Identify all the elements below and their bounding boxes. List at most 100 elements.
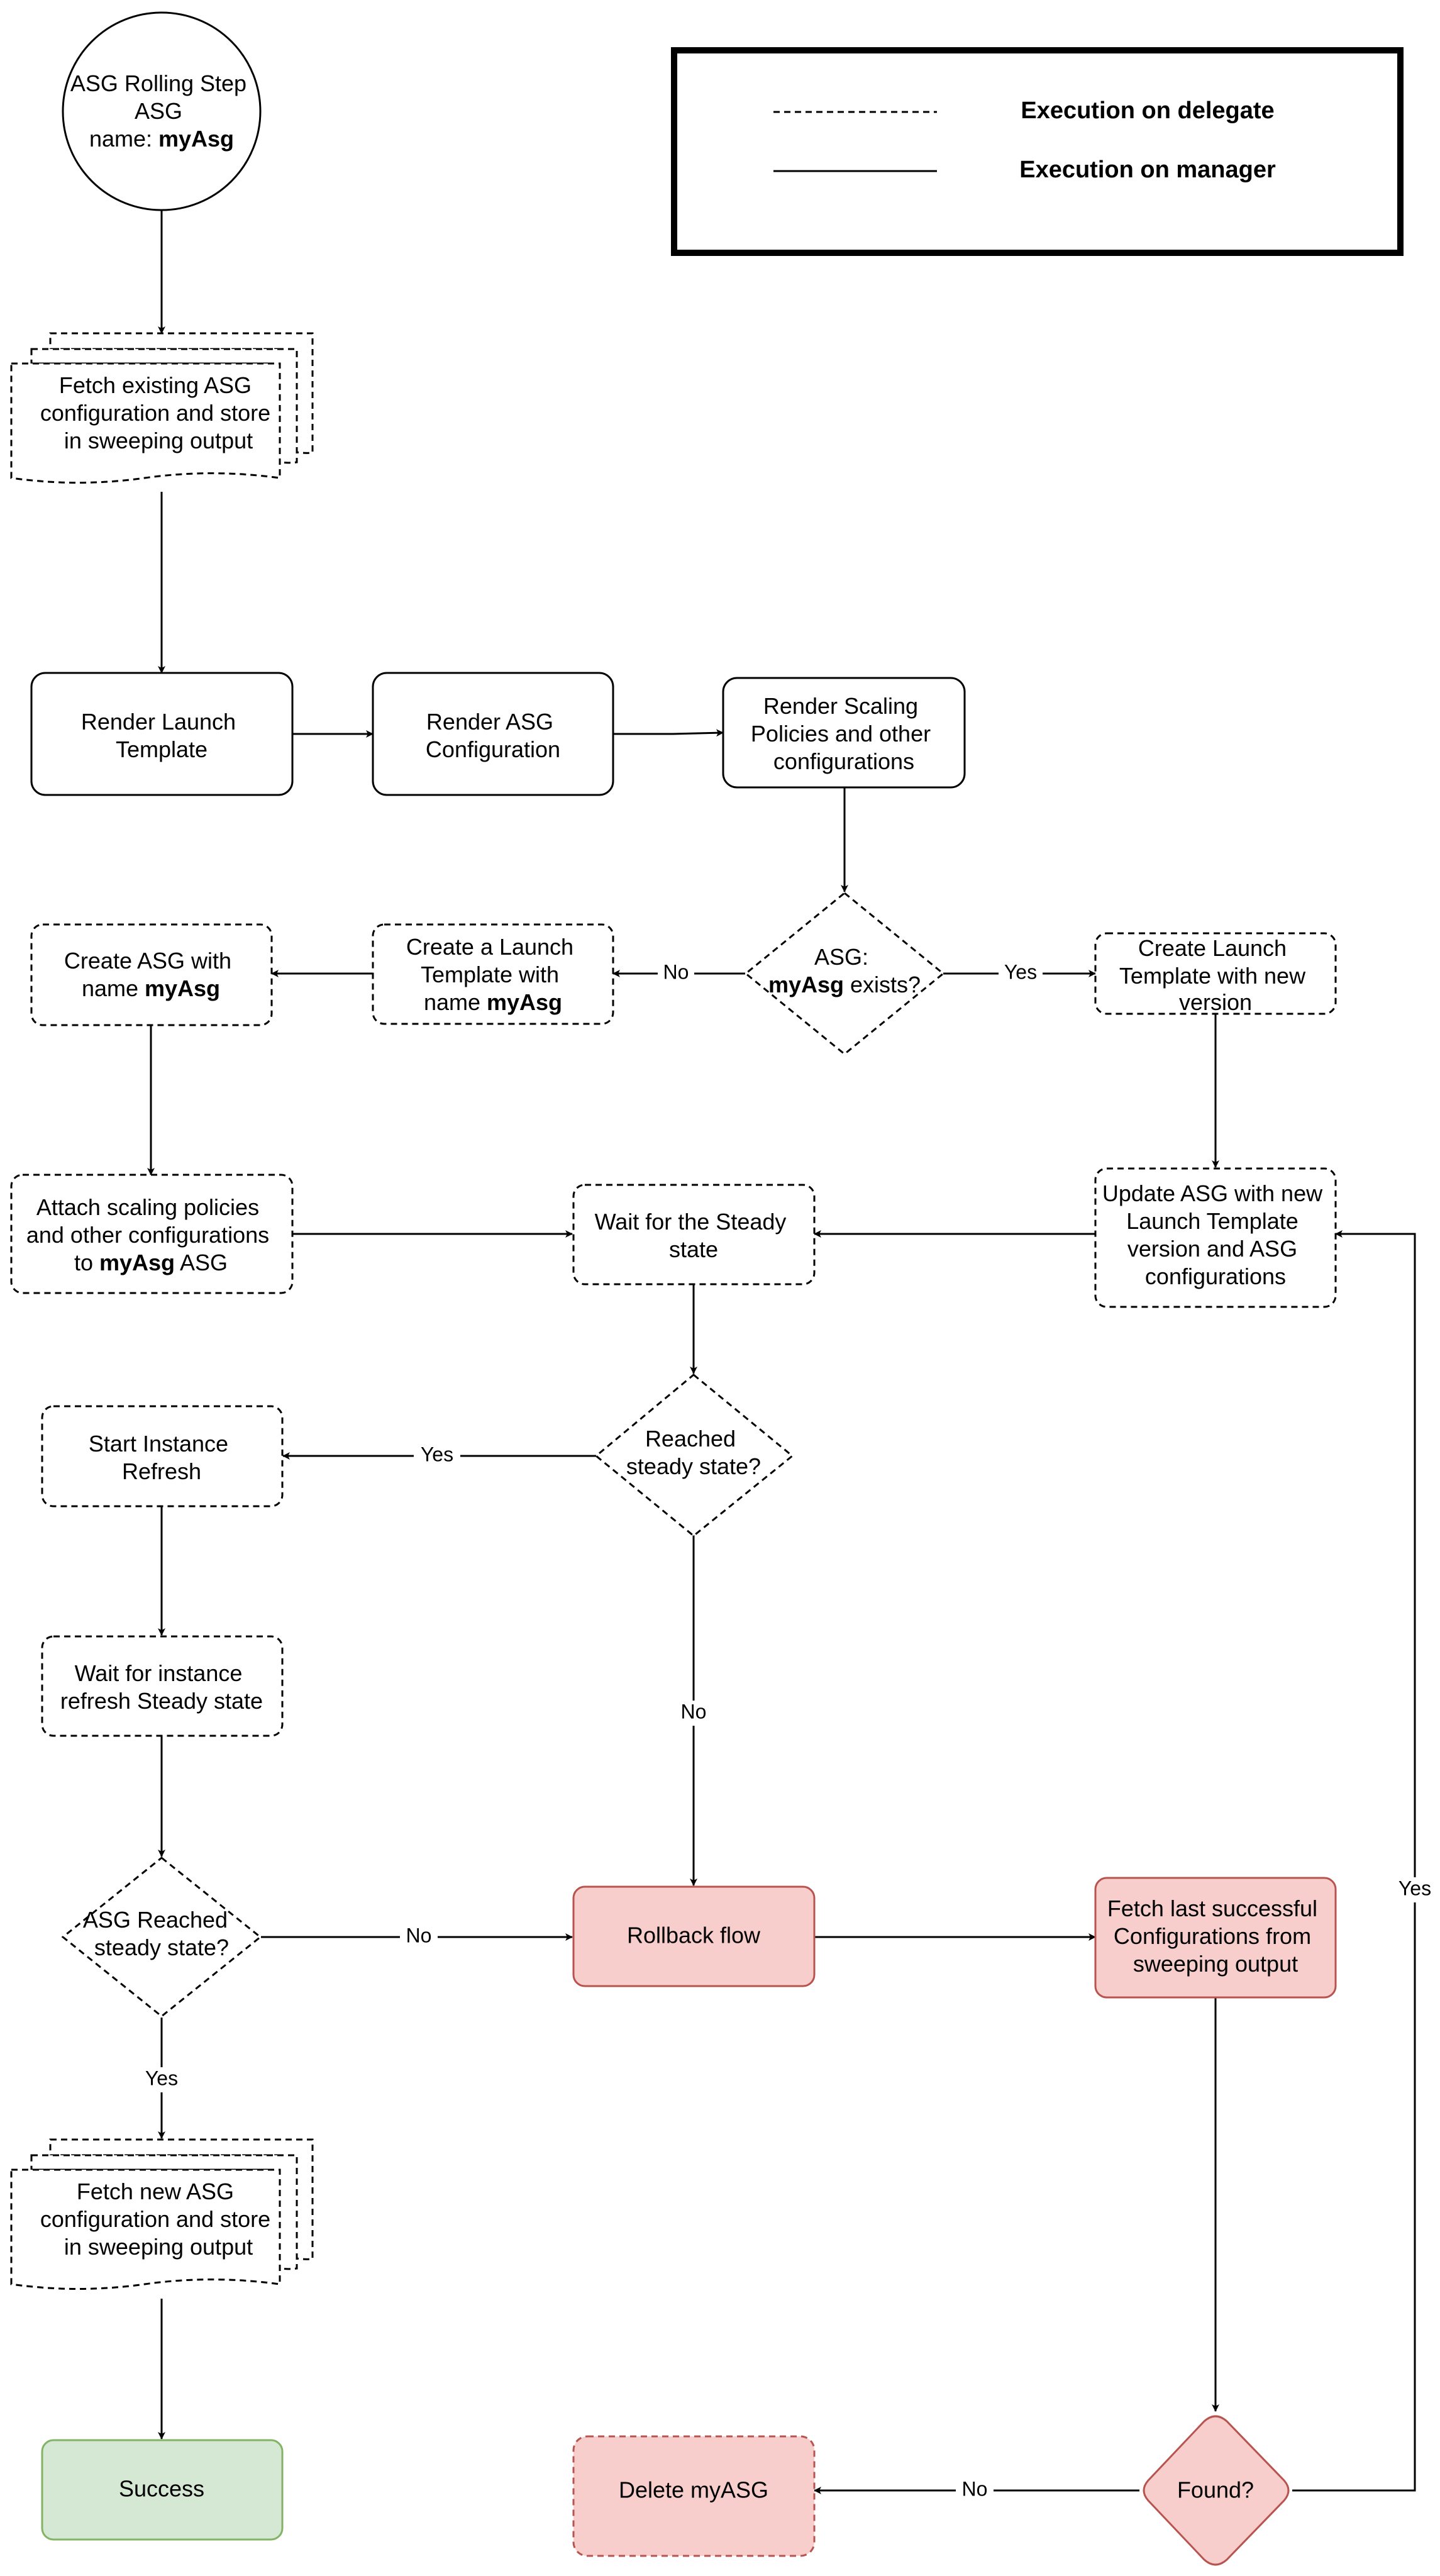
edge-render-asg-to-render-scaling — [613, 729, 724, 737]
fetch-existing-line1: Fetch existing ASG — [59, 372, 252, 398]
svg-text:Wait for instance refres: Wait for instance refresh Steady state — [60, 1660, 263, 1714]
fetch-existing-line2: configuration and store — [40, 400, 270, 426]
success-label: Success — [119, 2476, 204, 2502]
render-launch-line1: Render Launch — [81, 709, 236, 735]
reached-line2: steady state? — [626, 1453, 761, 1479]
node-success: Success — [41, 2439, 284, 2541]
svg-text:Fetch new ASG configurat: Fetch new ASG configuration and store in… — [40, 2179, 277, 2260]
update-asg-line3: version and ASG — [1127, 1236, 1297, 1262]
asg-exists-line2-bold: myAsg — [768, 972, 844, 997]
svg-text:Render Launch Template: Render Launch Template — [81, 709, 242, 762]
asg-reached-line2: steady state? — [94, 1935, 229, 1960]
attach-line1: Attach scaling policies — [36, 1194, 259, 1220]
edge-label-yes-fetch-new: Yes — [145, 2067, 178, 2089]
create-template-line2: Template with — [421, 962, 559, 987]
render-scaling-line2: Policies and other — [751, 721, 931, 747]
svg-text:Create ASG with name myA: Create ASG with name myAsg — [64, 948, 238, 1001]
edge-labels: No Yes Yes No No Yes No Yes — [140, 960, 1437, 2503]
svg-text:ASG: myAsg exists?: ASG: myAsg exists? — [768, 944, 921, 997]
attach-line2: and other configurations — [26, 1222, 269, 1248]
svg-text:Attach scaling policies: Attach scaling policies and other config… — [26, 1194, 275, 1275]
svg-text:Fetch last successful Co: Fetch last successful Configurations fro… — [1107, 1896, 1324, 1977]
legend-manager-label: Execution on manager — [1019, 157, 1276, 183]
asg-exists-line2-suffix: exists? — [844, 972, 921, 997]
edge-label-yes-refresh: Yes — [421, 1443, 453, 1465]
fetch-new-line2: configuration and store — [40, 2206, 270, 2232]
render-asg-line2: Configuration — [426, 736, 560, 762]
svg-text:Update ASG with new Laun: Update ASG with new Launch Template vers… — [1102, 1180, 1329, 1289]
svg-text:Fetch existing ASG confi: Fetch existing ASG configuration and sto… — [40, 372, 277, 453]
edge-label-yes-new-version: Yes — [1004, 960, 1037, 983]
start-refresh-line2: Refresh — [122, 1458, 201, 1484]
svg-text:Create Launch Template w: Create Launch Template with new version — [1119, 935, 1312, 1015]
render-asg-line1: Render ASG — [426, 709, 553, 735]
node-start: ASG Rolling Step ASG name: myAsg — [62, 11, 262, 211]
update-asg-line2: Launch Template — [1126, 1208, 1299, 1234]
node-asg-reached-decision: ASG Reached steady state? — [61, 1857, 262, 2018]
create-asg-line2-bold: myAsg — [145, 975, 220, 1001]
node-found-decision: Found? — [1143, 2415, 1290, 2566]
svg-text:Render Scaling Policies: Render Scaling Policies and other config… — [751, 693, 937, 774]
wait-steady-line1: Wait for the Steady — [595, 1209, 787, 1235]
node-update-asg: Update ASG with new Launch Template vers… — [1094, 1167, 1337, 1308]
render-scaling-line3: configurations — [773, 748, 914, 774]
node-wait-refresh: Wait for instance refresh Steady state — [41, 1635, 284, 1737]
node-rollback-flow: Rollback flow — [572, 1885, 816, 1987]
start-line1: ASG Rolling Step — [70, 70, 246, 96]
node-reached-steady-decision: Reached steady state? — [594, 1374, 794, 1537]
legend: Execution on delegate Execution on manag… — [671, 47, 1404, 256]
edge-label-no-delete: No — [962, 2477, 988, 2500]
node-wait-steady: Wait for the Steady state — [572, 1184, 816, 1285]
svg-text:Wait for the Steady stat: Wait for the Steady state — [595, 1209, 793, 1262]
edge-found-yes — [1292, 1230, 1416, 2492]
attach-line3-prefix: to — [74, 1250, 99, 1275]
edge-label-yes-update: Yes — [1398, 1877, 1431, 1899]
update-asg-line4: configurations — [1145, 1263, 1286, 1289]
edge-label-no-rollback-asg: No — [406, 1924, 432, 1946]
found-label: Found? — [1177, 2477, 1254, 2503]
svg-text:Create a Launch Template: Create a Launch Template with name myAsg — [406, 934, 580, 1015]
start-refresh-line1: Start Instance — [89, 1431, 228, 1457]
delete-label: Delete myASG — [619, 2477, 768, 2503]
legend-delegate-label: Execution on delegate — [1021, 97, 1274, 124]
update-asg-line1: Update ASG with new — [1102, 1180, 1323, 1206]
fetch-last-line3: sweeping output — [1133, 1951, 1298, 1977]
render-launch-line2: Template — [116, 736, 208, 762]
node-render-asg-config: Render ASG Configuration — [372, 672, 614, 796]
new-version-line2: Template with new — [1119, 963, 1306, 989]
fetch-new-line1: Fetch new ASG — [77, 2179, 234, 2204]
new-version-line1: Create Launch — [1138, 935, 1287, 961]
fetch-last-line1: Fetch last successful — [1107, 1896, 1317, 1921]
node-create-launch-new-version: Create Launch Template with new version — [1094, 932, 1337, 1015]
new-version-line3: version — [1179, 989, 1252, 1015]
fetch-new-line3: in sweeping output — [64, 2234, 253, 2260]
node-asg-exists-decision: ASG: myAsg exists? — [744, 892, 945, 1055]
node-fetch-new: Fetch new ASG configuration and store in… — [10, 2138, 314, 2290]
edge-label-no-rollback-reached: No — [681, 1700, 707, 1723]
attach-line3-bold: myAsg — [99, 1250, 175, 1275]
svg-text:Start Instance Refresh: Start Instance Refresh — [89, 1431, 235, 1484]
create-asg-line1: Create ASG with — [64, 948, 231, 974]
wait-steady-line2: state — [669, 1236, 718, 1262]
render-scaling-line1: Render Scaling — [763, 693, 918, 719]
node-delete-myasg: Delete myASG — [572, 2435, 816, 2557]
wait-refresh-line2: refresh Steady state — [60, 1688, 263, 1714]
fetch-existing-line3: in sweeping output — [64, 428, 253, 453]
svg-text:Reached steady state?: Reached steady state? — [626, 1426, 761, 1479]
create-asg-line2-prefix: name — [82, 975, 145, 1001]
node-fetch-last-successful: Fetch last successful Configurations fro… — [1094, 1877, 1337, 1999]
svg-text:Render ASG Configuration: Render ASG Configuration — [426, 709, 560, 762]
create-template-line3-bold: myAsg — [487, 989, 562, 1015]
node-fetch-existing: Fetch existing ASG configuration and sto… — [10, 332, 314, 484]
node-render-scaling-policies: Render Scaling Policies and other config… — [722, 677, 966, 789]
node-attach-scaling: Attach scaling policies and other config… — [10, 1174, 294, 1294]
edge-label-no-create-template: No — [663, 960, 689, 983]
create-template-line1: Create a Launch — [406, 934, 573, 960]
node-create-asg: Create ASG with name myAsg — [30, 923, 273, 1026]
node-start-instance-refresh: Start Instance Refresh — [41, 1405, 284, 1507]
svg-text:ASG Rolling Step ASG: ASG Rolling Step ASG name: myAsg — [70, 70, 253, 152]
attach-line3-suffix: ASG — [175, 1250, 228, 1275]
start-line3-bold: myAsg — [158, 126, 234, 152]
edges — [147, 210, 1416, 2494]
